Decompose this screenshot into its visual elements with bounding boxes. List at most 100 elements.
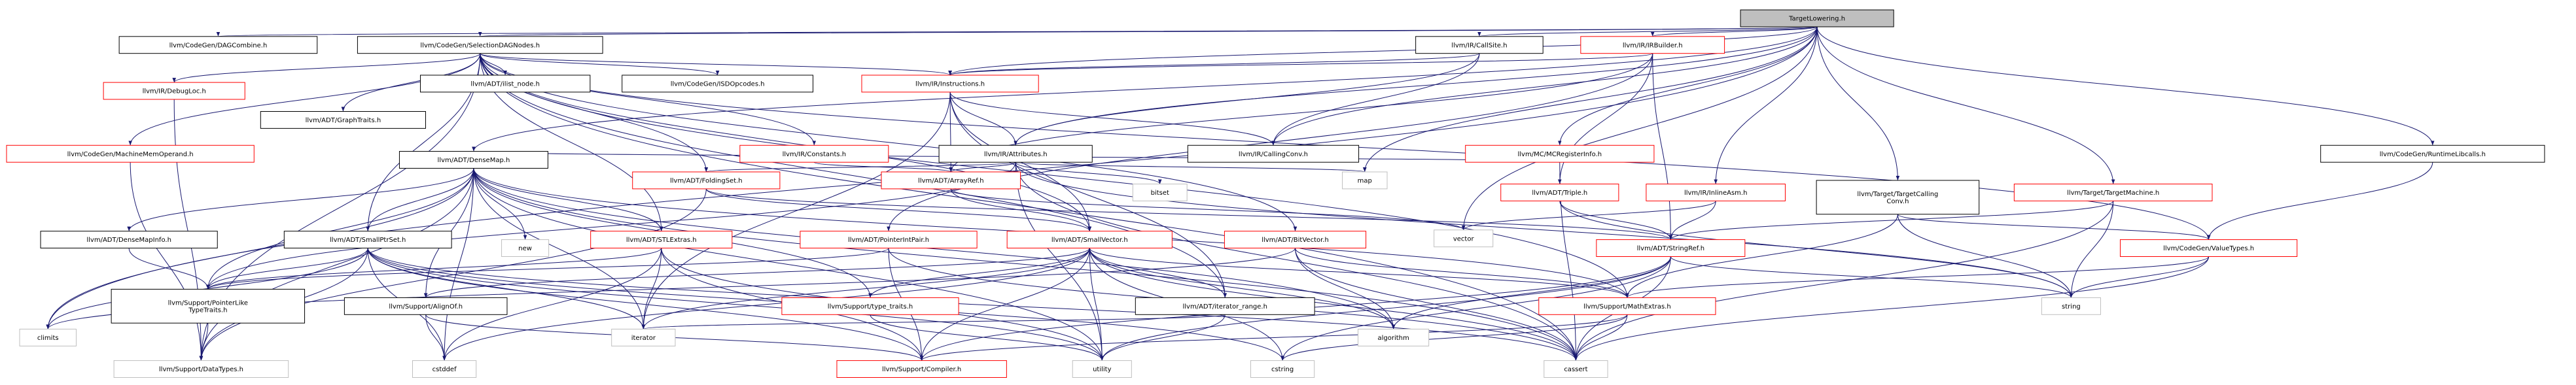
node-instructions[interactable]: llvm/IR/Instructions.h (861, 75, 1039, 93)
node-typetraits[interactable]: llvm/Support/type_traits.h (781, 297, 959, 315)
edge-alignof-to-cstddef (425, 314, 446, 361)
node-bitvector[interactable]: llvm/ADT/BitVector.h (1224, 231, 1367, 249)
node-smallptrset[interactable]: llvm/ADT/SmallPtrSet.h (283, 231, 452, 249)
node-bitset: bitset (1132, 184, 1188, 201)
edge-runtimelibcalls-to-valuetypes (2206, 162, 2433, 240)
node-iterrange[interactable]: llvm/ADT/iterator_range.h (1135, 297, 1315, 315)
node-attributes[interactable]: llvm/IR/Attributes.h (938, 144, 1093, 163)
node-callsite[interactable]: llvm/IR/CallSite.h (1415, 36, 1544, 54)
node-label: llvm/IR/Instructions.h (915, 80, 985, 88)
node-irbuilder[interactable]: llvm/IR/IRBuilder.h (1580, 36, 1725, 54)
node-valuetypes[interactable]: llvm/CodeGen/ValueTypes.h (2119, 239, 2298, 258)
node-label: llvm/Target/TargetCalling (1857, 191, 1938, 198)
node-label: llvm/Target/TargetMachine.h (2067, 190, 2159, 197)
node-constants[interactable]: llvm/IR/Constants.h (739, 144, 889, 163)
node-alignof[interactable]: llvm/Support/AlignOf.h (344, 297, 508, 315)
node-label: llvm/IR/InlineAsm.h (1684, 190, 1748, 197)
edge-root-to-mcreginfo (1558, 26, 1818, 146)
node-utility: utility (1072, 360, 1132, 378)
node-label: llvm/IR/Constants.h (783, 151, 847, 158)
node-box (1187, 144, 1360, 163)
edge-root-to-irbuilder (1651, 26, 1818, 37)
edge-mathextras-to-compiler (920, 314, 1628, 361)
node-label: llvm/Support/type_traits.h (828, 303, 913, 310)
node-label: llvm/CodeGen/ISDOpcodes.h (671, 80, 765, 88)
node-triple[interactable]: llvm/ADT/Triple.h (1500, 184, 1619, 201)
edge-densemap-to-smallptrset (366, 168, 474, 231)
edge-arrayref-to-smallvector (950, 188, 1092, 231)
node-label: cassert (1564, 366, 1587, 373)
node-label: TypeTraits.h (188, 307, 227, 314)
node-climits: climits (19, 329, 77, 346)
node-algorithm: algorithm (1358, 329, 1430, 346)
edge-root-to-targetcc (1816, 26, 1900, 180)
node-box (1465, 144, 1655, 163)
node-inlineasm[interactable]: llvm/IR/InlineAsm.h (1646, 184, 1786, 201)
node-box (632, 171, 781, 190)
node-box (283, 231, 452, 249)
node-debugloc[interactable]: llvm/IR/DebugLoc.h (103, 82, 245, 100)
node-cstddef: cstddef (412, 360, 477, 378)
node-box (1006, 231, 1173, 249)
node-callingconv[interactable]: llvm/IR/CallingConv.h (1187, 144, 1360, 163)
edge-attributes-to-arrayref (949, 161, 1016, 173)
node-dagcombine[interactable]: llvm/CodeGen/DAGCombine.h (118, 36, 318, 54)
node-label: llvm/CodeGen/MachineMemOperand.h (67, 151, 194, 158)
node-box (938, 144, 1093, 163)
node-smallvector[interactable]: llvm/ADT/SmallVector.h (1006, 231, 1173, 249)
node-box (1415, 36, 1544, 54)
node-box (1544, 360, 1608, 378)
edge-foldingset-to-stringref (705, 188, 1672, 240)
edge-valuetypes-to-cassert (1574, 256, 2210, 361)
node-isdopcodes[interactable]: llvm/CodeGen/ISDOpcodes.h (622, 75, 814, 93)
node-mcreginfo[interactable]: llvm/MC/MCRegisterInfo.h (1465, 144, 1655, 163)
edge-root-to-map (1363, 26, 1818, 173)
node-foldingset[interactable]: llvm/ADT/FoldingSet.h (632, 171, 781, 190)
edge-smallvector-to-alignof (424, 248, 1090, 298)
node-ilistnode[interactable]: llvm/ADT/ilist_node.h (419, 75, 591, 93)
edge-attributes-to-foldingset (704, 161, 1016, 173)
edge-irbuilder-to-stringref (1652, 53, 1673, 240)
node-densemap[interactable]: llvm/ADT/DenseMap.h (398, 151, 548, 169)
edge-smallvector-to-cstddef (442, 248, 1090, 361)
edge-stlextras-to-cstddef (442, 248, 662, 361)
node-memoperand[interactable]: llvm/CodeGen/MachineMemOperand.h (6, 144, 255, 163)
node-label: llvm/ADT/ilist_node.h (470, 80, 540, 88)
node-iterator: iterator (611, 329, 676, 346)
edge-instructions-to-attributes (949, 92, 1017, 146)
node-compiler[interactable]: llvm/Support/Compiler.h (836, 360, 1007, 378)
edge-valuetypes-to-mathextras (1625, 256, 2210, 298)
edge-instructions-to-callingconv (949, 92, 1275, 146)
edge-densemap-to-stlextras (473, 168, 663, 231)
node-box (611, 329, 676, 346)
node-cstring: cstring (1250, 360, 1315, 378)
edge-stlextras-to-iterator (641, 248, 662, 329)
node-root: TargetLowering.h (1740, 9, 1894, 27)
edge-targetmachine-to-cassert (1574, 201, 2114, 361)
node-stringref[interactable]: llvm/ADT/StringRef.h (1596, 239, 1746, 258)
node-densemapinfo[interactable]: llvm/ADT/DenseMapInfo.h (40, 231, 218, 249)
edge-smallvector-to-typetraits (868, 248, 1090, 298)
edge-callsite-to-attributes (1014, 53, 1480, 146)
node-stlextras[interactable]: llvm/ADT/STLExtras.h (590, 231, 733, 249)
edge-root-to-callsite (1477, 26, 1818, 37)
node-label: llvm/ADT/Triple.h (1532, 190, 1587, 197)
node-label: llvm/CodeGen/ValueTypes.h (2163, 245, 2254, 252)
node-targetmachine[interactable]: llvm/Target/TargetMachine.h (2013, 184, 2213, 201)
node-runtimelibcalls[interactable]: llvm/CodeGen/RuntimeLibcalls.h (2320, 144, 2545, 163)
node-seldag[interactable]: llvm/CodeGen/SelectionDAGNodes.h (357, 36, 603, 54)
edge-stringref-to-string (1670, 256, 2073, 298)
edge-root-to-vector (1461, 26, 1818, 230)
edge-foldingset-to-smallvector (705, 188, 1091, 231)
node-arrayref[interactable]: llvm/ADT/ArrayRef.h (881, 171, 1021, 190)
node-mathextras[interactable]: llvm/Support/MathExtras.h (1538, 297, 1716, 315)
edge-triple-to-string (1559, 201, 2073, 298)
edge-targetmachine-to-string (2069, 201, 2114, 298)
node-label: llvm/CodeGen/RuntimeLibcalls.h (2380, 151, 2486, 158)
node-label: llvm/ADT/SmallPtrSet.h (330, 237, 406, 244)
node-pointerintpair[interactable]: llvm/ADT/PointerIntPair.h (800, 231, 978, 249)
node-box (412, 360, 477, 378)
node-graphtraits[interactable]: llvm/ADT/GraphTraits.h (260, 111, 426, 129)
